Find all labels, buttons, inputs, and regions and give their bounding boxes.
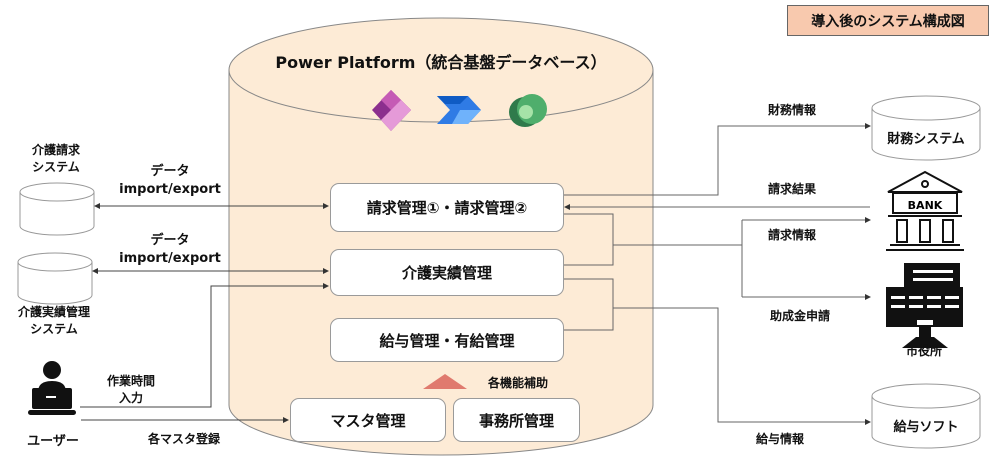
module-billing[interactable]: 請求管理①・請求管理② bbox=[330, 183, 564, 232]
care-billing-system-label: 介護請求システム bbox=[31, 143, 80, 174]
dataverse-icon bbox=[509, 94, 547, 127]
city-hall-icon bbox=[886, 263, 963, 348]
flow-work-time bbox=[80, 283, 329, 408]
bracket-billing bbox=[563, 213, 614, 266]
subsidy-label: 助成金申請 bbox=[770, 309, 831, 323]
billing-info-label: 請求情報 bbox=[768, 228, 817, 242]
care-billing-cylinder bbox=[19, 182, 95, 236]
support-triangle bbox=[423, 374, 467, 389]
platform-title: Power Platform（統合基盤データベース） bbox=[275, 53, 607, 72]
work-time-label: 作業時間入力 bbox=[106, 374, 155, 405]
platform-cylinder bbox=[228, 17, 654, 456]
module-payroll[interactable]: 給与管理・有給管理 bbox=[330, 318, 564, 362]
bank-icon bbox=[886, 170, 964, 251]
payroll-software-label: 給与ソフト bbox=[893, 420, 959, 435]
module-master[interactable]: マスタ管理 bbox=[290, 398, 446, 442]
payroll-software-cylinder bbox=[871, 383, 981, 449]
power-automate-icon bbox=[437, 96, 481, 124]
user-icon bbox=[28, 361, 76, 415]
city-hall-label: 市役所 bbox=[905, 344, 942, 358]
bracket-payroll bbox=[563, 278, 614, 331]
finance-cylinder bbox=[871, 95, 981, 161]
billing-result-label: 請求結果 bbox=[768, 182, 817, 196]
payroll-info-label: 給与情報 bbox=[756, 432, 805, 446]
module-care-record[interactable]: 介護実績管理 bbox=[330, 249, 564, 296]
flow-payroll bbox=[613, 307, 871, 425]
module-office[interactable]: 事務所管理 bbox=[453, 398, 580, 442]
finance-info-label: 財務情報 bbox=[768, 103, 817, 117]
support-label: 各機能補助 bbox=[488, 376, 549, 390]
flow-finance bbox=[563, 123, 871, 196]
bank-label: BANK bbox=[908, 199, 943, 212]
power-apps-icon bbox=[372, 90, 411, 131]
finance-system-label: 財務システム bbox=[887, 132, 965, 147]
user-label: ユーザー bbox=[27, 434, 79, 449]
master-register-label: 各マスタ登録 bbox=[148, 432, 221, 446]
care-record-cylinder bbox=[17, 252, 93, 305]
care-record-system-label: 介護実績管理システム bbox=[17, 305, 90, 336]
title-badge: 導入後のシステム構成図 bbox=[787, 5, 989, 36]
